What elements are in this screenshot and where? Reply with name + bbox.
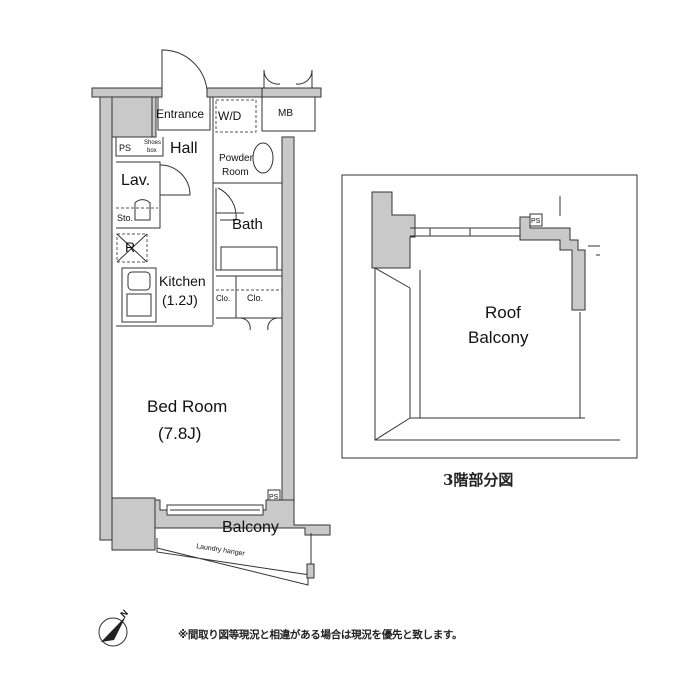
closet-doors: [239, 317, 279, 331]
wall: [99, 96, 157, 541]
roof-ps-label: PS: [531, 218, 541, 225]
room-label-hall: Hall: [170, 140, 198, 157]
wall: [111, 497, 156, 551]
room-label-balcony: Balcony: [222, 519, 279, 536]
north-label: N: [118, 608, 130, 620]
room-label-shoes-box: Shoes: [144, 140, 161, 146]
lav-door: [159, 164, 191, 196]
room-label-bedroom-size: (7.8J): [158, 424, 201, 443]
room-label-ps: PS: [119, 143, 131, 153]
disclaimer-note: ※間取り図等現況と相違がある場合は現況を優先と致します。: [178, 629, 463, 641]
compass: N: [98, 608, 130, 647]
entrance-door[interactable]: [161, 49, 208, 91]
room-label-room: Room: [222, 167, 249, 178]
balcony-outline: [156, 538, 311, 586]
closets: [216, 275, 282, 319]
unit-plan: Entrance W/D MB PS Shoes box Hall Powder…: [91, 49, 331, 586]
ps-box: [115, 137, 164, 157]
stove-icon: [126, 293, 152, 317]
wd-space: [215, 99, 257, 133]
ps-box: [267, 489, 281, 501]
toilet-icon: [252, 142, 274, 174]
room-label-clo: Clo.: [216, 294, 230, 303]
refrigerator-space: [116, 233, 148, 263]
room-label-wd: W/D: [218, 109, 242, 123]
north-arrow-icon: [101, 616, 126, 642]
room-label-kitchen-size: (1.2J): [162, 292, 198, 308]
refrigerator-x: [116, 233, 148, 263]
sink-icon: [127, 271, 151, 291]
wall: [306, 563, 315, 579]
roof-corner: [374, 417, 411, 441]
room-label-bath: Bath: [232, 216, 263, 233]
mb-closet: [261, 96, 316, 132]
roof-plan-caption: 3階部分図: [443, 471, 514, 489]
roof-plan: PS Roof Balcony: [341, 174, 638, 459]
room-label-ps-balcony: PS: [269, 494, 279, 501]
laundry-hanger-label: Laundry hanger: [196, 543, 246, 558]
room-label-bedroom: Bed Room: [147, 397, 227, 416]
wall: [111, 96, 153, 138]
room-label-r: R: [125, 239, 135, 255]
room-label-lav: Lav.: [121, 172, 150, 189]
entrance-box: [157, 97, 211, 131]
room-label-clo-2: Clo.: [247, 293, 263, 303]
wall: [281, 136, 295, 501]
ps-box: [529, 213, 543, 227]
roof-plan-frame: [341, 174, 638, 459]
roof-balcony-label: Balcony: [468, 328, 529, 347]
mb-door: [263, 69, 313, 88]
compass-circle: [98, 617, 128, 647]
room-label-mb: MB: [278, 108, 293, 119]
bath-room: [212, 183, 282, 325]
wall: [519, 216, 586, 311]
kitchen-counter: [121, 267, 157, 323]
wall: [371, 191, 416, 269]
wall: [206, 87, 263, 98]
toilet-icon: [134, 199, 151, 221]
room-label-shoes-box-2: box: [147, 148, 157, 154]
roof-window: [410, 227, 520, 237]
roof-label: Roof: [485, 303, 521, 322]
room-label-sto: Sto.: [117, 213, 133, 223]
bath-door: [217, 187, 237, 221]
wall: [261, 87, 322, 98]
wall: [91, 87, 163, 98]
room-label-powder: Powder: [219, 153, 254, 164]
room-label-kitchen: Kitchen: [159, 273, 206, 289]
room-label-entrance: Entrance: [156, 107, 204, 121]
